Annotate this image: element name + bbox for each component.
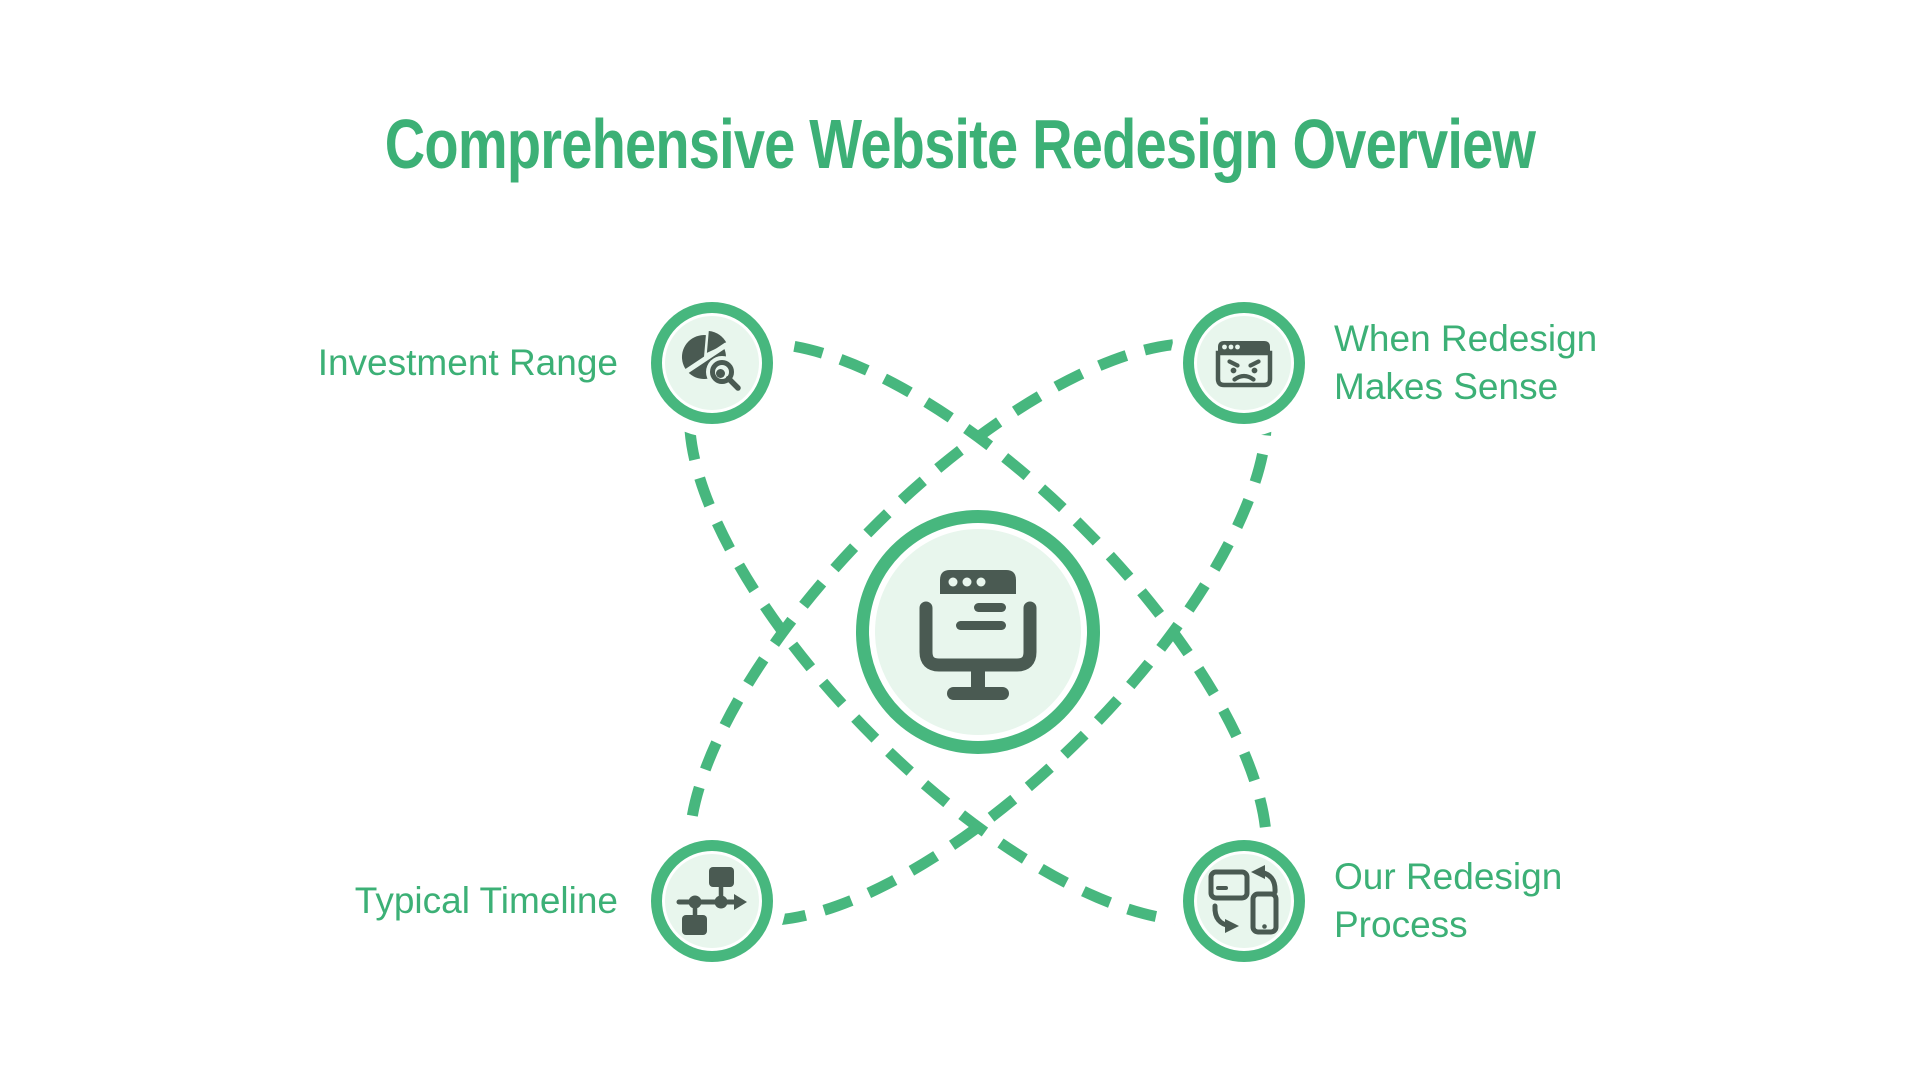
page-title: Comprehensive Website Redesign Overview (384, 105, 1536, 183)
node-label-typical-timeline: Typical Timeline (354, 879, 618, 921)
node-label-investment-range: Investment Range (317, 341, 618, 383)
flowchart-timeline-icon (676, 867, 747, 935)
node-typical-timeline (638, 827, 786, 975)
node-investment-range (638, 289, 786, 437)
device-sync-icon (1208, 865, 1279, 935)
node-label-when-redesign-makes-sense: When Redesign Makes Sense (1334, 317, 1598, 407)
node-our-redesign-process (1170, 827, 1318, 975)
node-label-our-redesign-process: Our Redesign Process (1334, 855, 1563, 945)
center-node (846, 500, 1110, 764)
node-when-redesign-makes-sense (1170, 289, 1318, 437)
monitor-browser-icon (919, 570, 1037, 700)
angry-browser-icon (1215, 341, 1273, 388)
pie-chart-magnifier-icon (681, 331, 746, 396)
